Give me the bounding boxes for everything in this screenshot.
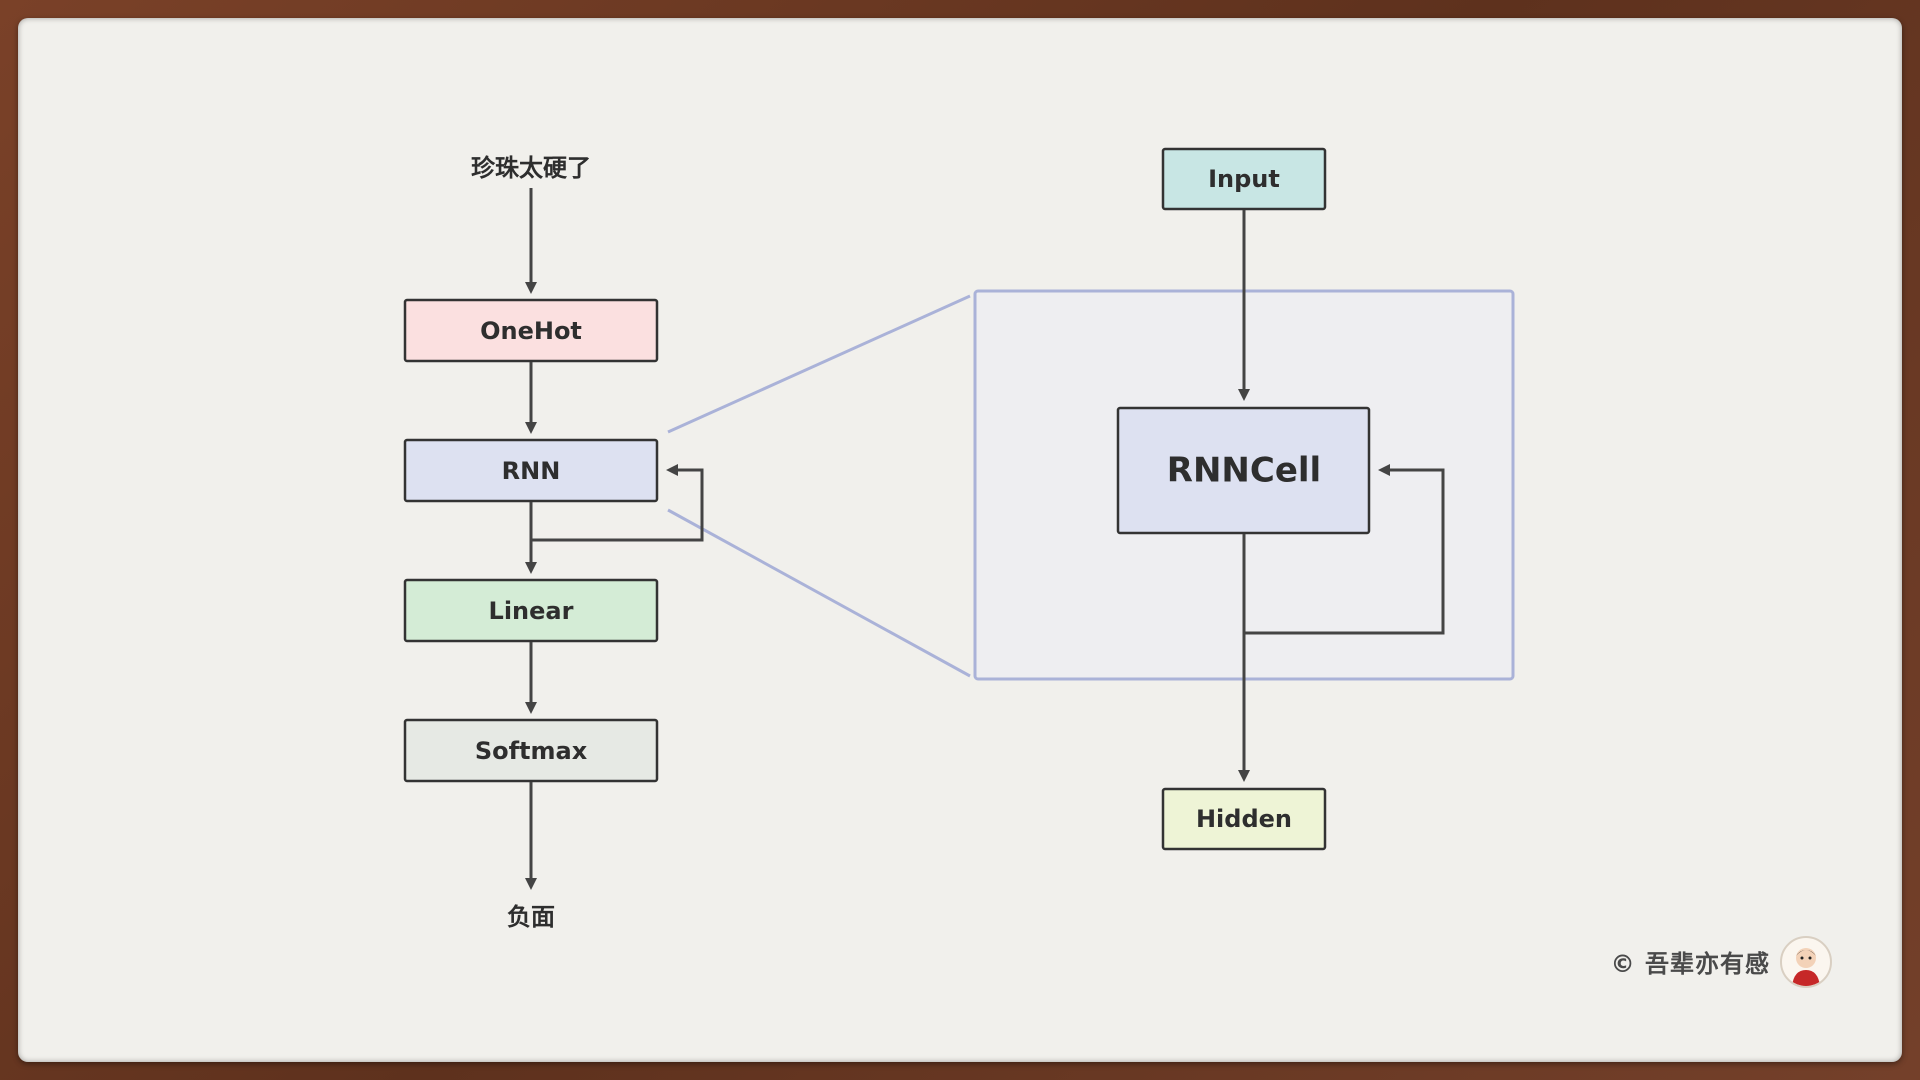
input-node (1161, 147, 1327, 211)
hidden-label: Hidden (1196, 805, 1292, 833)
paper-canvas (18, 18, 1902, 1062)
input-label: Input (1208, 165, 1280, 193)
author-avatar (1780, 936, 1832, 988)
rnncell-label: RNNCell (1167, 451, 1321, 491)
onehot-node (403, 298, 659, 363)
rnncell-node (1116, 406, 1371, 535)
zoom-line-top (667, 294, 971, 434)
rnncell-loop-arrow (1244, 464, 1445, 635)
rnn-loop-arrow (531, 464, 704, 542)
linear-label: Linear (489, 597, 574, 625)
onehot-label: OneHot (480, 317, 582, 345)
output-sentiment-text: 负面 (507, 903, 555, 931)
softmax-node (403, 718, 659, 783)
rnn-label: RNN (502, 457, 561, 485)
zoom-line-bottom (667, 508, 971, 678)
linear-node (403, 578, 659, 643)
author-credit: © 吾辈亦有感 (1610, 950, 1770, 978)
softmax-label: Softmax (475, 737, 588, 765)
rnn-node (403, 438, 659, 503)
hidden-node (1161, 787, 1327, 851)
input-sentence-text: 珍珠太硬了 (471, 154, 591, 182)
